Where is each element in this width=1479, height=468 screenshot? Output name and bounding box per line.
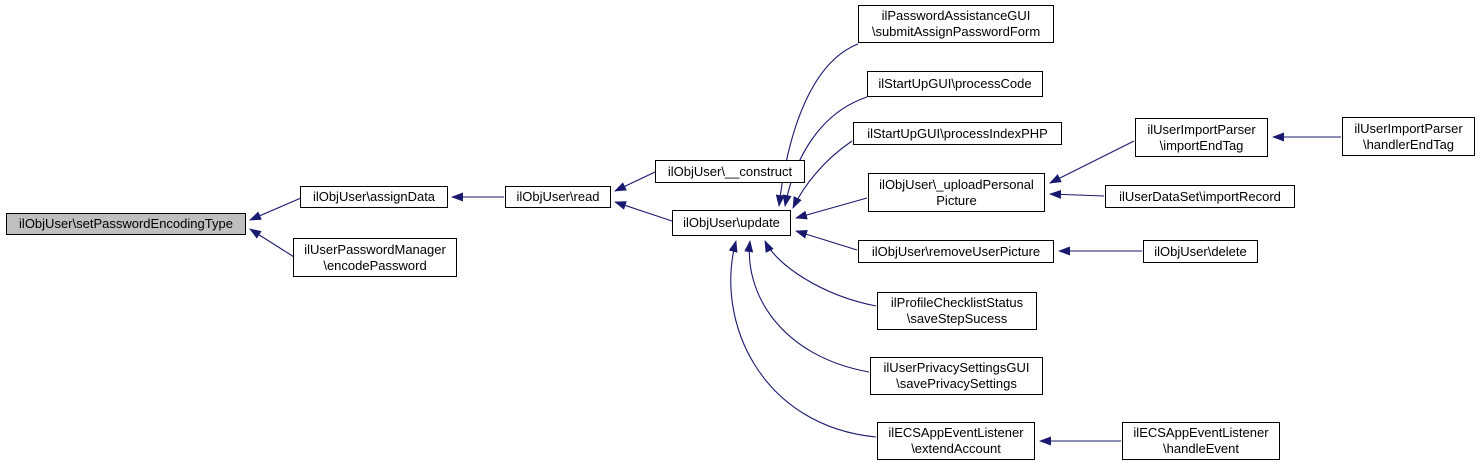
edge-encode-password-to-set-password-encoding-type <box>249 228 295 258</box>
edge-assign-data-to-set-password-encoding-type <box>249 197 302 221</box>
node-label: \saveStepSucess <box>906 311 1008 326</box>
node-label: ilUserPasswordManager <box>304 241 446 257</box>
edge-remove-user-picture-to-update <box>795 229 858 251</box>
edge-update-to-read <box>614 201 673 222</box>
node-handler-end-tag[interactable]: ilUserImportParser\handlerEndTag <box>1342 117 1475 156</box>
node-label: \savePrivacySettings <box>896 376 1017 391</box>
node-label: \encodePassword <box>323 257 427 273</box>
node-label: \submitAssignPasswordForm <box>871 24 1041 39</box>
node-read[interactable]: ilObjUser\read <box>505 186 611 208</box>
node-label: ilUserPrivacySettingsGUI <box>883 360 1030 375</box>
edge-process-index-php-to-update <box>792 140 853 209</box>
edge-process-code-to-update <box>782 96 868 207</box>
node-label: ilPasswordAssistanceGUI <box>881 8 1031 23</box>
node-remove-user-picture[interactable]: ilObjUser\removeUserPicture <box>858 240 1054 263</box>
node-label: ilObjUser\delete <box>1154 243 1247 259</box>
edge-save-step-sucess-to-update <box>764 240 877 307</box>
node-label: ilProfileChecklistStatus <box>890 295 1024 310</box>
edge-upload-personal-picture-to-update <box>795 197 868 220</box>
node-label: ilObjUser\assignData <box>312 189 436 204</box>
edge-extend-account-to-update <box>728 240 877 438</box>
edge-import-record-to-upload-personal-picture <box>1049 189 1105 199</box>
node-extend-account[interactable]: ilECSAppEventListener\extendAccount <box>877 422 1035 460</box>
node-label: ilObjUser\__construct <box>667 163 793 179</box>
node-import-record[interactable]: ilUserDataSet\importRecord <box>1105 185 1295 208</box>
node-label: ilObjUser\removeUserPicture <box>871 243 1041 259</box>
node-label: ilObjUser\update <box>683 215 780 230</box>
node-process-index-php[interactable]: ilStartUpGUI\processIndexPHP <box>853 122 1062 145</box>
node-label: ilUserImportParser <box>1147 121 1256 137</box>
node-submit-assign-password-form[interactable]: ilPasswordAssistanceGUI\submitAssignPass… <box>858 5 1054 43</box>
node-process-code[interactable]: ilStartUpGUI\processCode <box>867 71 1043 97</box>
node-import-end-tag[interactable]: ilUserImportParser\importEndTag <box>1135 118 1268 157</box>
node-save-step-sucess[interactable]: ilProfileChecklistStatus\saveStepSucess <box>877 292 1037 330</box>
node-encode-password[interactable]: ilUserPasswordManager\encodePassword <box>293 238 457 277</box>
node-label: ilECSAppEventListener <box>1133 425 1269 440</box>
edge-import-end-tag-to-upload-personal-picture <box>1049 140 1135 184</box>
node-label: \importEndTag <box>1159 137 1244 153</box>
node-label: ilStartUpGUI\processIndexPHP <box>867 125 1048 141</box>
node-label: ilObjUser\read <box>516 189 600 204</box>
node-construct[interactable]: ilObjUser\__construct <box>655 160 805 183</box>
node-label: ilObjUser\setPasswordEncodingType <box>19 216 233 231</box>
node-label: \extendAccount <box>911 441 1001 456</box>
edge-save-privacy-settings-to-update <box>744 240 870 373</box>
node-label: ilUserDataSet\importRecord <box>1119 188 1281 204</box>
node-label: ilECSAppEventListener <box>888 425 1024 440</box>
edge-construct-to-read <box>614 171 656 192</box>
node-handle-event[interactable]: ilECSAppEventListener\handleEvent <box>1122 422 1280 460</box>
node-label: ilStartUpGUI\processCode <box>878 76 1032 91</box>
node-label: ilObjUser\_uploadPersonal <box>879 176 1034 192</box>
node-label: \handlerEndTag <box>1362 136 1455 152</box>
node-save-privacy-settings[interactable]: ilUserPrivacySettingsGUI\savePrivacySett… <box>870 357 1043 395</box>
node-set-password-encoding-type: ilObjUser\setPasswordEncodingType <box>6 213 246 235</box>
node-label: ilUserImportParser <box>1354 120 1463 136</box>
node-label: \handleEvent <box>1163 441 1239 456</box>
node-update[interactable]: ilObjUser\update <box>672 210 791 236</box>
node-delete[interactable]: ilObjUser\delete <box>1143 240 1258 263</box>
node-assign-data[interactable]: ilObjUser\assignData <box>300 186 448 208</box>
node-label: Picture <box>936 192 977 208</box>
